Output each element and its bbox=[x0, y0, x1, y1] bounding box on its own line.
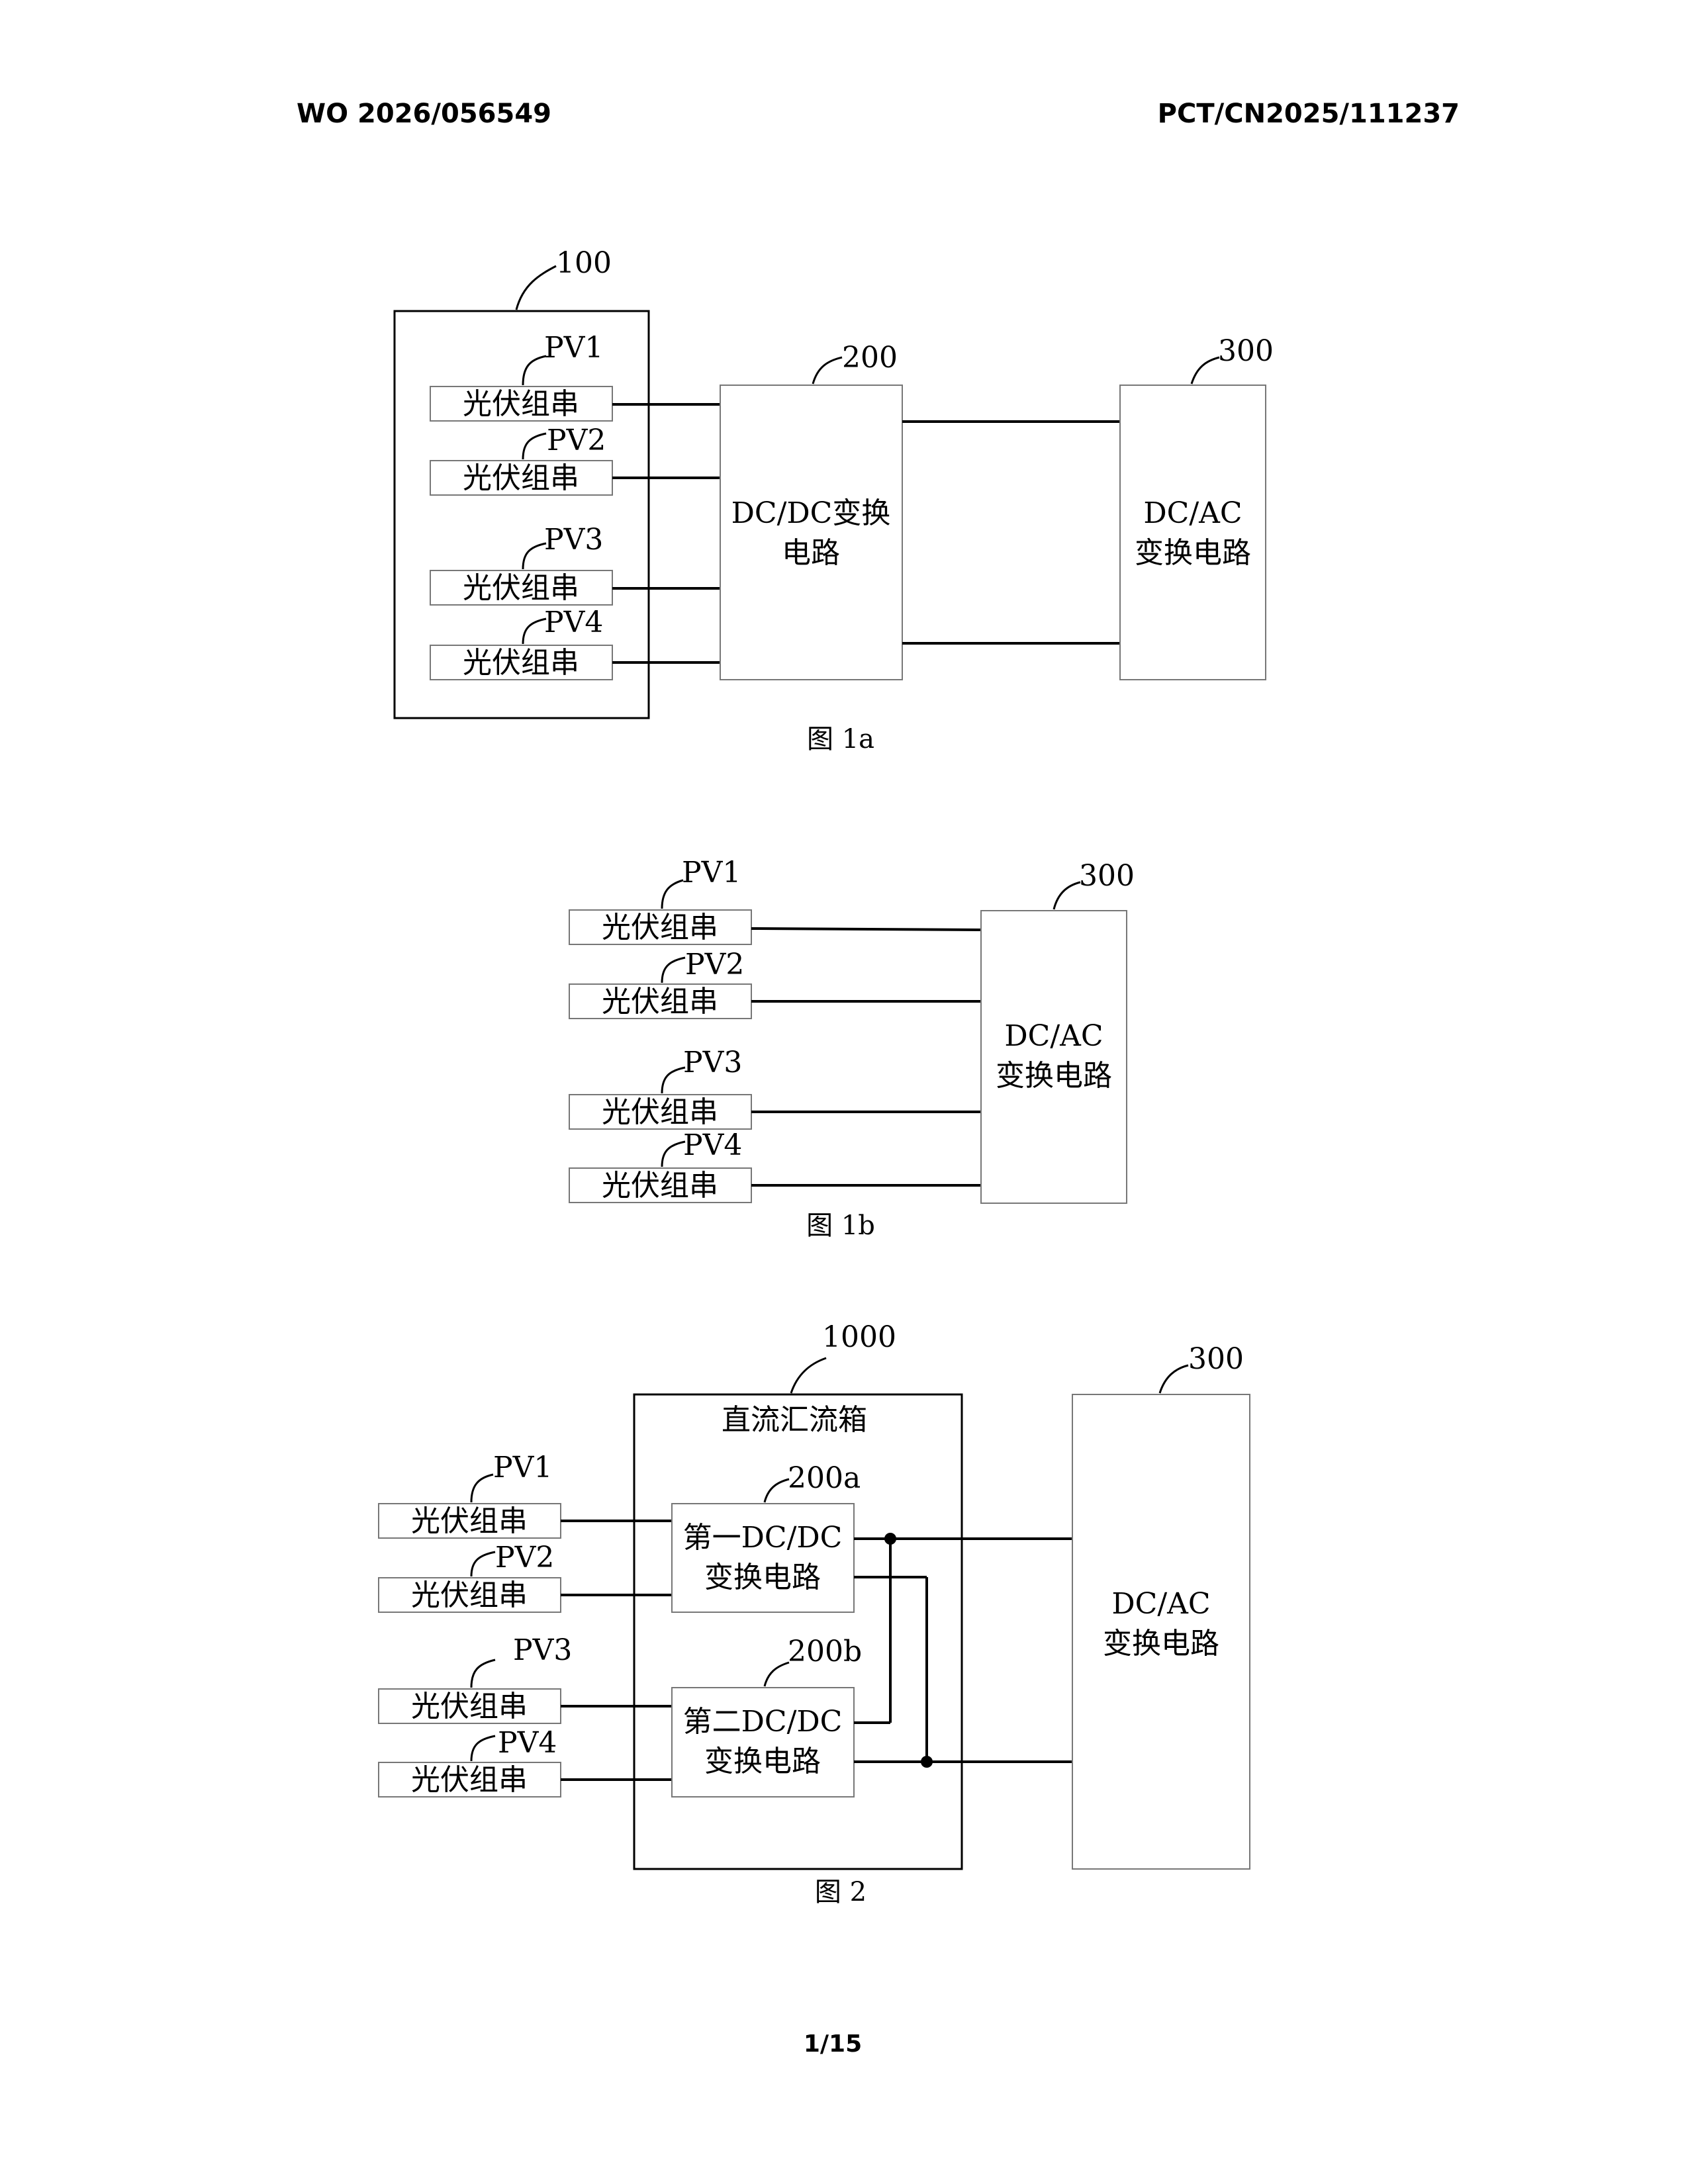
ref-label-pv2: PV2 bbox=[685, 948, 744, 981]
pv-string-pv4: 光伏组串 PV4 bbox=[569, 1128, 751, 1203]
dcdc-b-label-line1: 第二DC/DC bbox=[683, 1705, 843, 1739]
ref-leader-200b bbox=[765, 1662, 789, 1686]
wire-pv1-dcac bbox=[751, 929, 981, 930]
ref-label-pv4: PV4 bbox=[544, 606, 603, 639]
ref-leader-pv2 bbox=[471, 1552, 495, 1576]
pv-string-label: 光伏组串 bbox=[411, 1690, 528, 1723]
pv-string-label: 光伏组串 bbox=[602, 1095, 718, 1129]
pv-string-pv3: 光伏组串 PV3 bbox=[379, 1633, 572, 1723]
ref-label-pv1: PV1 bbox=[682, 856, 741, 889]
ref-label-200: 200 bbox=[842, 341, 898, 375]
ref-label-100: 100 bbox=[556, 246, 612, 280]
pv-string-pv2: 光伏组串 PV2 bbox=[569, 948, 751, 1019]
ref-label-300: 300 bbox=[1218, 334, 1274, 368]
pv-string-pv3: 光伏组串 PV3 bbox=[569, 1046, 751, 1129]
ref-label-pv4: PV4 bbox=[683, 1128, 742, 1162]
dcac-label-line1: DC/AC bbox=[1004, 1019, 1103, 1053]
ref-leader-300 bbox=[1054, 882, 1080, 909]
ref-label-pv2: PV2 bbox=[547, 424, 606, 457]
dcdc-label-line1: DC/DC变换 bbox=[731, 496, 891, 530]
junction-dot-negative bbox=[921, 1756, 933, 1768]
ref-leader-pv2 bbox=[662, 958, 685, 983]
ref-label-1000: 1000 bbox=[822, 1320, 896, 1354]
pv-string-label: 光伏组串 bbox=[463, 646, 579, 680]
pv-string-pv4: 光伏组串 PV4 bbox=[379, 1726, 561, 1797]
pv-string-pv1: 光伏组串 PV1 bbox=[569, 856, 751, 944]
dcac-label-line2: 变换电路 bbox=[1135, 536, 1251, 570]
pv-string-pv4: 光伏组串 PV4 bbox=[430, 606, 612, 680]
ref-label-300: 300 bbox=[1188, 1342, 1244, 1376]
ref-leader-300 bbox=[1160, 1365, 1188, 1393]
ref-label-pv1: PV1 bbox=[493, 1451, 552, 1484]
ref-leader-pv1 bbox=[523, 356, 546, 385]
pv-string-label: 光伏组串 bbox=[411, 1578, 528, 1612]
dcac-converter-300 bbox=[981, 911, 1127, 1203]
combiner-box-title: 直流汇流箱 bbox=[722, 1403, 867, 1437]
dcac-label-line2: 变换电路 bbox=[996, 1059, 1112, 1093]
dcdc-a-label-line1: 第一DC/DC bbox=[683, 1521, 843, 1555]
ref-leader-pv4 bbox=[523, 619, 546, 644]
ref-label-200b: 200b bbox=[788, 1635, 862, 1668]
pv-string-label: 光伏组串 bbox=[602, 911, 718, 944]
ref-label-300: 300 bbox=[1079, 859, 1135, 893]
pv-string-label: 光伏组串 bbox=[602, 1169, 718, 1203]
pv-string-label: 光伏组串 bbox=[463, 461, 579, 495]
ref-leader-pv2 bbox=[523, 433, 546, 459]
ref-label-pv1: PV1 bbox=[544, 331, 603, 365]
ref-leader-pv3 bbox=[471, 1660, 495, 1688]
ref-leader-pv1 bbox=[662, 880, 683, 909]
figure-1a: 100 光伏组串 PV1 光伏组串 PV2 光伏组串 PV3 光伏组串 PV4 bbox=[395, 246, 1274, 754]
pv-string-label: 光伏组串 bbox=[463, 387, 579, 421]
pv-string-pv1: 光伏组串 PV1 bbox=[430, 331, 612, 421]
pv-string-label: 光伏组串 bbox=[411, 1504, 528, 1538]
pv-string-pv2: 光伏组串 PV2 bbox=[379, 1541, 561, 1612]
dcdc-converter-200a bbox=[672, 1504, 854, 1612]
ref-leader-200a bbox=[765, 1479, 789, 1502]
ref-label-pv4: PV4 bbox=[498, 1726, 557, 1760]
pv-string-label: 光伏组串 bbox=[463, 571, 579, 605]
ref-leader-1000 bbox=[791, 1358, 826, 1393]
ref-leader-pv4 bbox=[662, 1142, 685, 1167]
caption-fig2: 图 2 bbox=[815, 1877, 867, 1907]
ref-label-pv3: PV3 bbox=[544, 523, 603, 557]
ref-leader-pv1 bbox=[471, 1475, 493, 1502]
dcdc-b-label-line2: 变换电路 bbox=[704, 1745, 821, 1778]
pv-string-pv3: 光伏组串 PV3 bbox=[430, 523, 612, 605]
pv-string-pv1: 光伏组串 PV1 bbox=[379, 1451, 561, 1538]
dcdc-converter-200b bbox=[672, 1688, 854, 1797]
figure-2: 直流汇流箱 1000 光伏组串 PV1 光伏组串 PV2 光伏组串 PV3 光伏… bbox=[379, 1320, 1250, 1907]
ref-leader-pv4 bbox=[471, 1736, 495, 1761]
dcac-converter-300 bbox=[1120, 385, 1266, 680]
dcac-label-line2: 变换电路 bbox=[1103, 1627, 1219, 1661]
ref-leader-200 bbox=[813, 357, 842, 384]
ref-leader-300 bbox=[1192, 357, 1219, 384]
pv-string-label: 光伏组串 bbox=[411, 1763, 528, 1797]
dcac-label-line1: DC/AC bbox=[1143, 496, 1242, 530]
caption-fig1b: 图 1b bbox=[806, 1210, 875, 1241]
ref-label-pv2: PV2 bbox=[495, 1541, 554, 1574]
dcac-label-line1: DC/AC bbox=[1111, 1587, 1210, 1621]
ref-label-200a: 200a bbox=[788, 1461, 861, 1495]
ref-label-pv3: PV3 bbox=[513, 1633, 572, 1667]
caption-fig1a: 图 1a bbox=[807, 724, 874, 754]
page-number: 1/15 bbox=[804, 2030, 862, 2058]
application-number: PCT/CN2025/111237 bbox=[1158, 99, 1460, 129]
dcdc-a-label-line2: 变换电路 bbox=[704, 1561, 821, 1594]
junction-dot-positive bbox=[884, 1533, 896, 1545]
ref-label-pv3: PV3 bbox=[683, 1046, 742, 1079]
pv-string-label: 光伏组串 bbox=[602, 985, 718, 1019]
ref-leader-pv3 bbox=[662, 1068, 685, 1093]
ref-leader-100 bbox=[516, 266, 556, 310]
figure-1b: 光伏组串 PV1 光伏组串 PV2 光伏组串 PV3 光伏组串 PV4 DC/A… bbox=[569, 856, 1135, 1241]
pv-string-pv2: 光伏组串 PV2 bbox=[430, 424, 612, 495]
publication-number: WO 2026/056549 bbox=[297, 99, 551, 129]
ref-leader-pv3 bbox=[523, 543, 546, 569]
dcdc-label-line2: 电路 bbox=[782, 536, 840, 570]
dcdc-converter-200 bbox=[720, 385, 902, 680]
